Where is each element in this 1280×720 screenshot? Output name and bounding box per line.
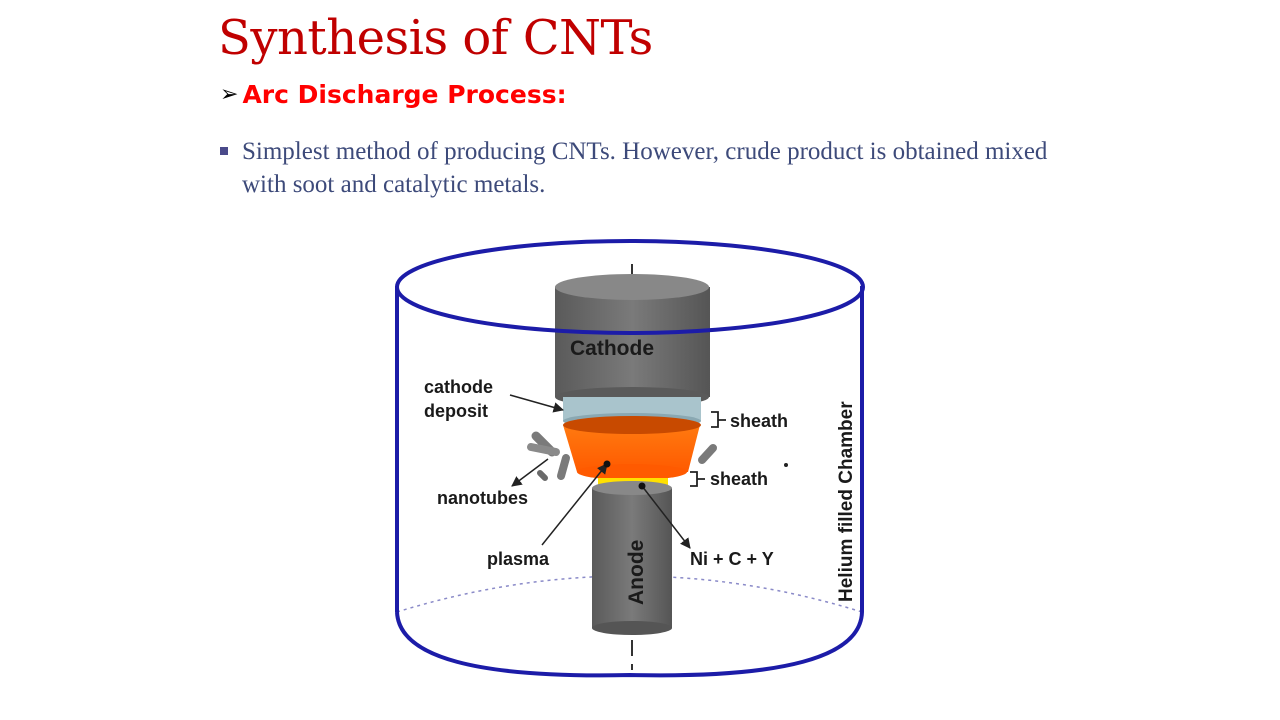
anode-electrode <box>592 481 672 635</box>
sheath-top-bracket <box>711 411 726 428</box>
catalyst-dot <box>638 482 646 490</box>
sheath-bottom-label: sheath <box>710 469 768 489</box>
plasma-label: plasma <box>487 549 550 569</box>
cathode-deposit-label-line1: cathode <box>424 377 493 397</box>
plasma-dot <box>603 460 611 468</box>
chamber-top-rim <box>395 239 865 335</box>
slide-title: Synthesis of CNTs <box>218 10 653 66</box>
chamber-label: Helium filled Chamber <box>836 401 857 602</box>
section-heading-text: Arc Discharge Process: <box>242 80 567 109</box>
bullet-item: Simplest method of producing CNTs. Howev… <box>220 135 1080 201</box>
catalyst-label: Ni + C + Y <box>690 549 774 569</box>
nanotube-fragments <box>527 431 717 481</box>
cathode-label: Cathode <box>570 337 654 360</box>
catalyst-pointer <box>641 485 691 549</box>
anode-label: Anode <box>625 540 648 605</box>
nanotubes-pointer <box>511 458 549 487</box>
cathode-deposit-pointer <box>509 394 565 413</box>
chamber-cylinder <box>395 286 864 678</box>
sheath-top-label: sheath <box>730 411 788 431</box>
stray-dot <box>784 463 788 467</box>
cathode-deposit-label-line2: deposit <box>424 401 488 421</box>
plasma-pointer <box>541 463 608 546</box>
square-bullet-icon <box>220 147 228 155</box>
bullet-text: Simplest method of producing CNTs. Howev… <box>242 138 1048 198</box>
sheath-bottom-bracket <box>690 471 705 487</box>
nanotubes-label: nanotubes <box>437 488 528 508</box>
section-heading: ➢ Arc Discharge Process: <box>220 80 567 109</box>
arrow-bullet-icon: ➢ <box>220 82 239 107</box>
plasma-region <box>563 416 701 480</box>
